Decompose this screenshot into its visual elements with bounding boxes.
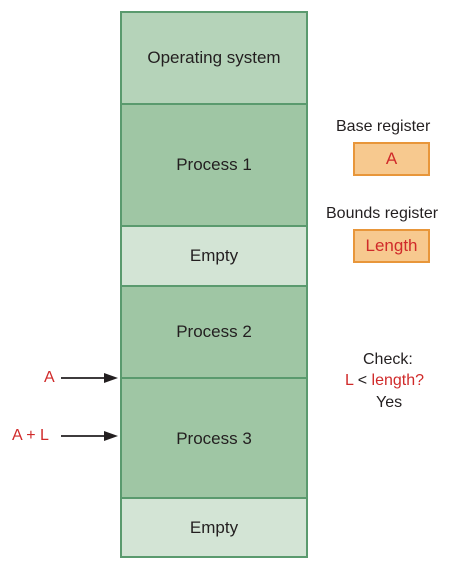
memory-column: Operating system Process 1 Empty Process… <box>120 11 308 558</box>
segment-empty-1: Empty <box>122 227 306 287</box>
segment-empty-1-label: Empty <box>189 246 239 265</box>
segment-process-2-label: Process 2 <box>176 322 252 341</box>
segment-process-3-label: Process 3 <box>176 429 252 448</box>
base-register-value: A <box>385 149 398 168</box>
segment-operating-system: Operating system <box>122 13 306 105</box>
segment-os-label: Operating system <box>147 48 281 67</box>
segment-process-3: Process 3 <box>122 379 306 499</box>
segment-process-1-label: Process 1 <box>176 155 252 174</box>
bounds-register-box: Length <box>353 229 430 263</box>
segment-process-1: Process 1 <box>122 105 306 227</box>
check-result: Yes <box>376 394 403 411</box>
check-condition-l: L <box>345 372 354 389</box>
base-register-label: Base register <box>336 118 431 135</box>
check-title: Check: <box>363 351 413 368</box>
pointer-a-arrow <box>61 373 118 383</box>
segment-empty-2: Empty <box>122 499 306 556</box>
base-register-box: A <box>353 142 430 176</box>
pointer-a-plus-l-label: A + L <box>12 427 49 444</box>
bounds-register-value: Length <box>365 236 418 255</box>
check-condition: L < length? <box>345 372 424 390</box>
check-condition-op: < <box>353 372 372 389</box>
pointer-a-label: A <box>44 369 55 386</box>
bounds-register-label: Bounds register <box>326 205 439 222</box>
segment-process-2: Process 2 <box>122 287 306 379</box>
check-condition-rhs: length? <box>371 372 425 389</box>
segment-empty-2-label: Empty <box>189 517 239 537</box>
pointer-a-plus-l-arrow <box>61 431 118 441</box>
